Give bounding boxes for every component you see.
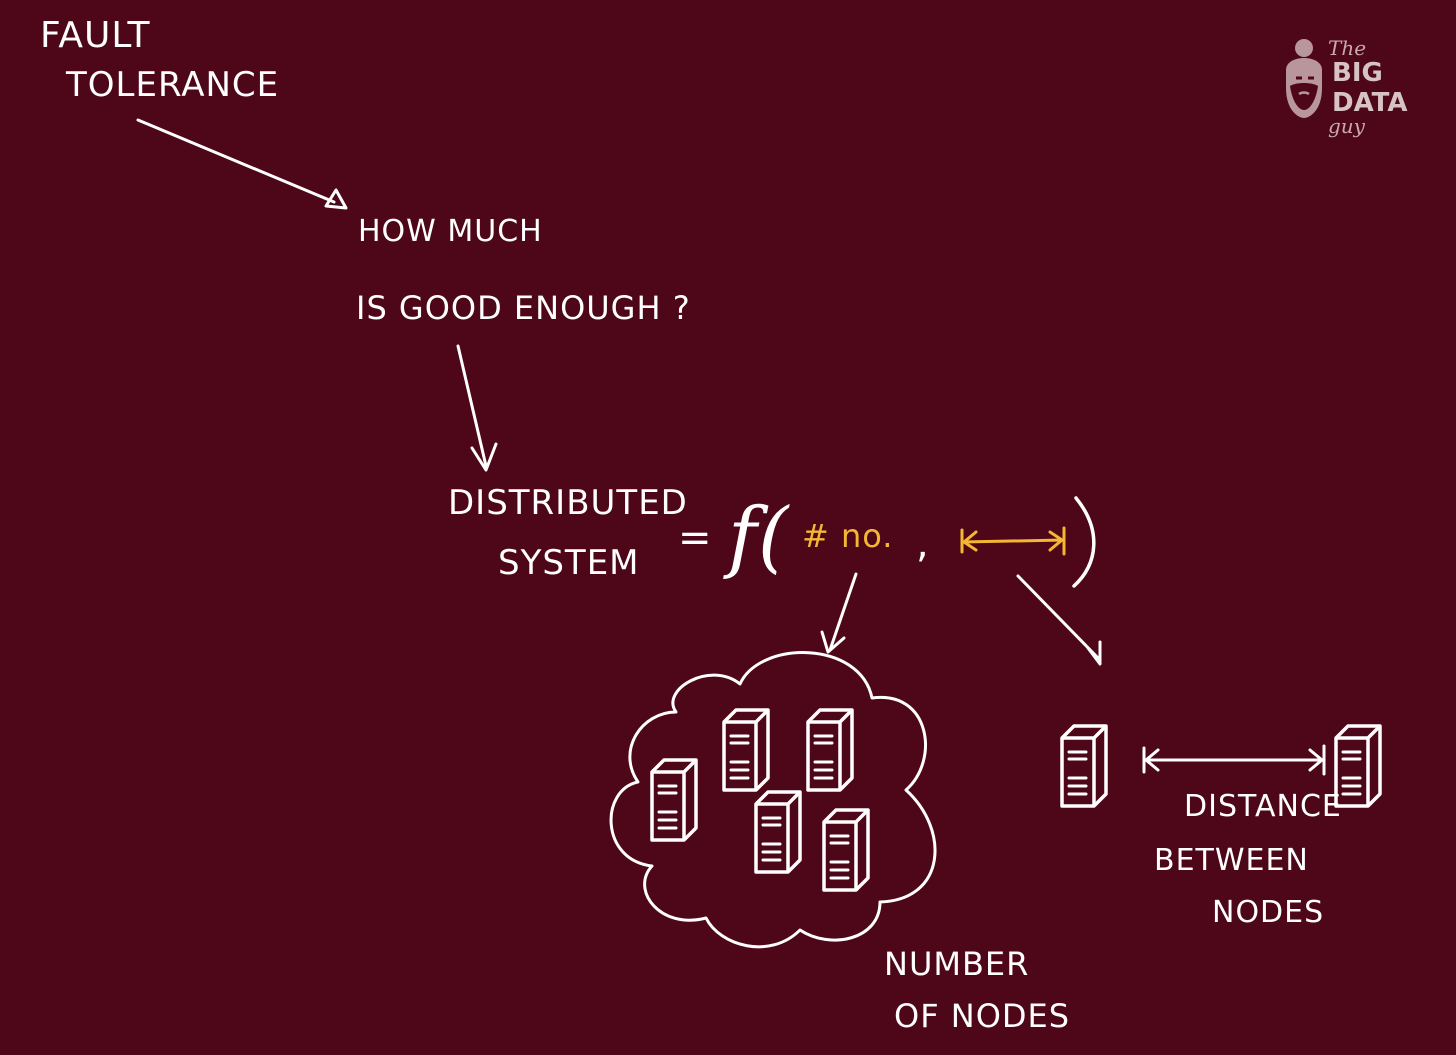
equals-sign: = — [678, 515, 713, 561]
distance-label-line3: NODES — [1212, 895, 1325, 930]
brand-logo: The BIG DATA guy — [1280, 36, 1430, 146]
bearded-man-logo-icon — [1286, 39, 1322, 118]
logo-guy: guy — [1328, 114, 1365, 138]
distance-arrow-symbol — [960, 526, 1066, 556]
arrow-to-system — [456, 344, 498, 472]
server-icon — [722, 708, 770, 792]
title-line1: FAULT — [40, 15, 151, 56]
server-icon — [1334, 724, 1382, 808]
arrow-to-question — [136, 118, 348, 210]
logo-data: DATA — [1332, 88, 1408, 118]
server-icon — [822, 808, 870, 892]
question-line2: IS GOOD ENOUGH ? — [356, 289, 691, 327]
system-label-line1: DISTRIBUTED — [448, 483, 688, 523]
title-line2: TOLERANCE — [66, 65, 280, 105]
server-icon — [1060, 724, 1108, 808]
distance-label-line1: DISTANCE — [1184, 789, 1342, 824]
distance-double-arrow — [1142, 744, 1326, 776]
server-icon — [754, 790, 802, 874]
cloud-outline — [609, 651, 937, 949]
function-symbol: f( — [728, 492, 790, 582]
question-line1: HOW MUCH — [358, 214, 543, 249]
number-argument: # no. — [802, 517, 894, 555]
number-label-line2: OF NODES — [894, 997, 1071, 1035]
system-label-line2: SYSTEM — [498, 543, 640, 583]
argument-comma: , — [916, 521, 930, 567]
logo-big: BIG — [1332, 58, 1383, 88]
closing-paren — [1072, 496, 1096, 588]
logo-the: The — [1328, 36, 1367, 60]
number-label-line1: NUMBER — [884, 945, 1030, 983]
server-icon — [650, 758, 698, 842]
distance-label-line2: BETWEEN — [1154, 843, 1309, 878]
arrow-to-cloud — [820, 572, 858, 654]
arrow-to-distance — [1016, 574, 1102, 666]
server-icon — [806, 708, 854, 792]
